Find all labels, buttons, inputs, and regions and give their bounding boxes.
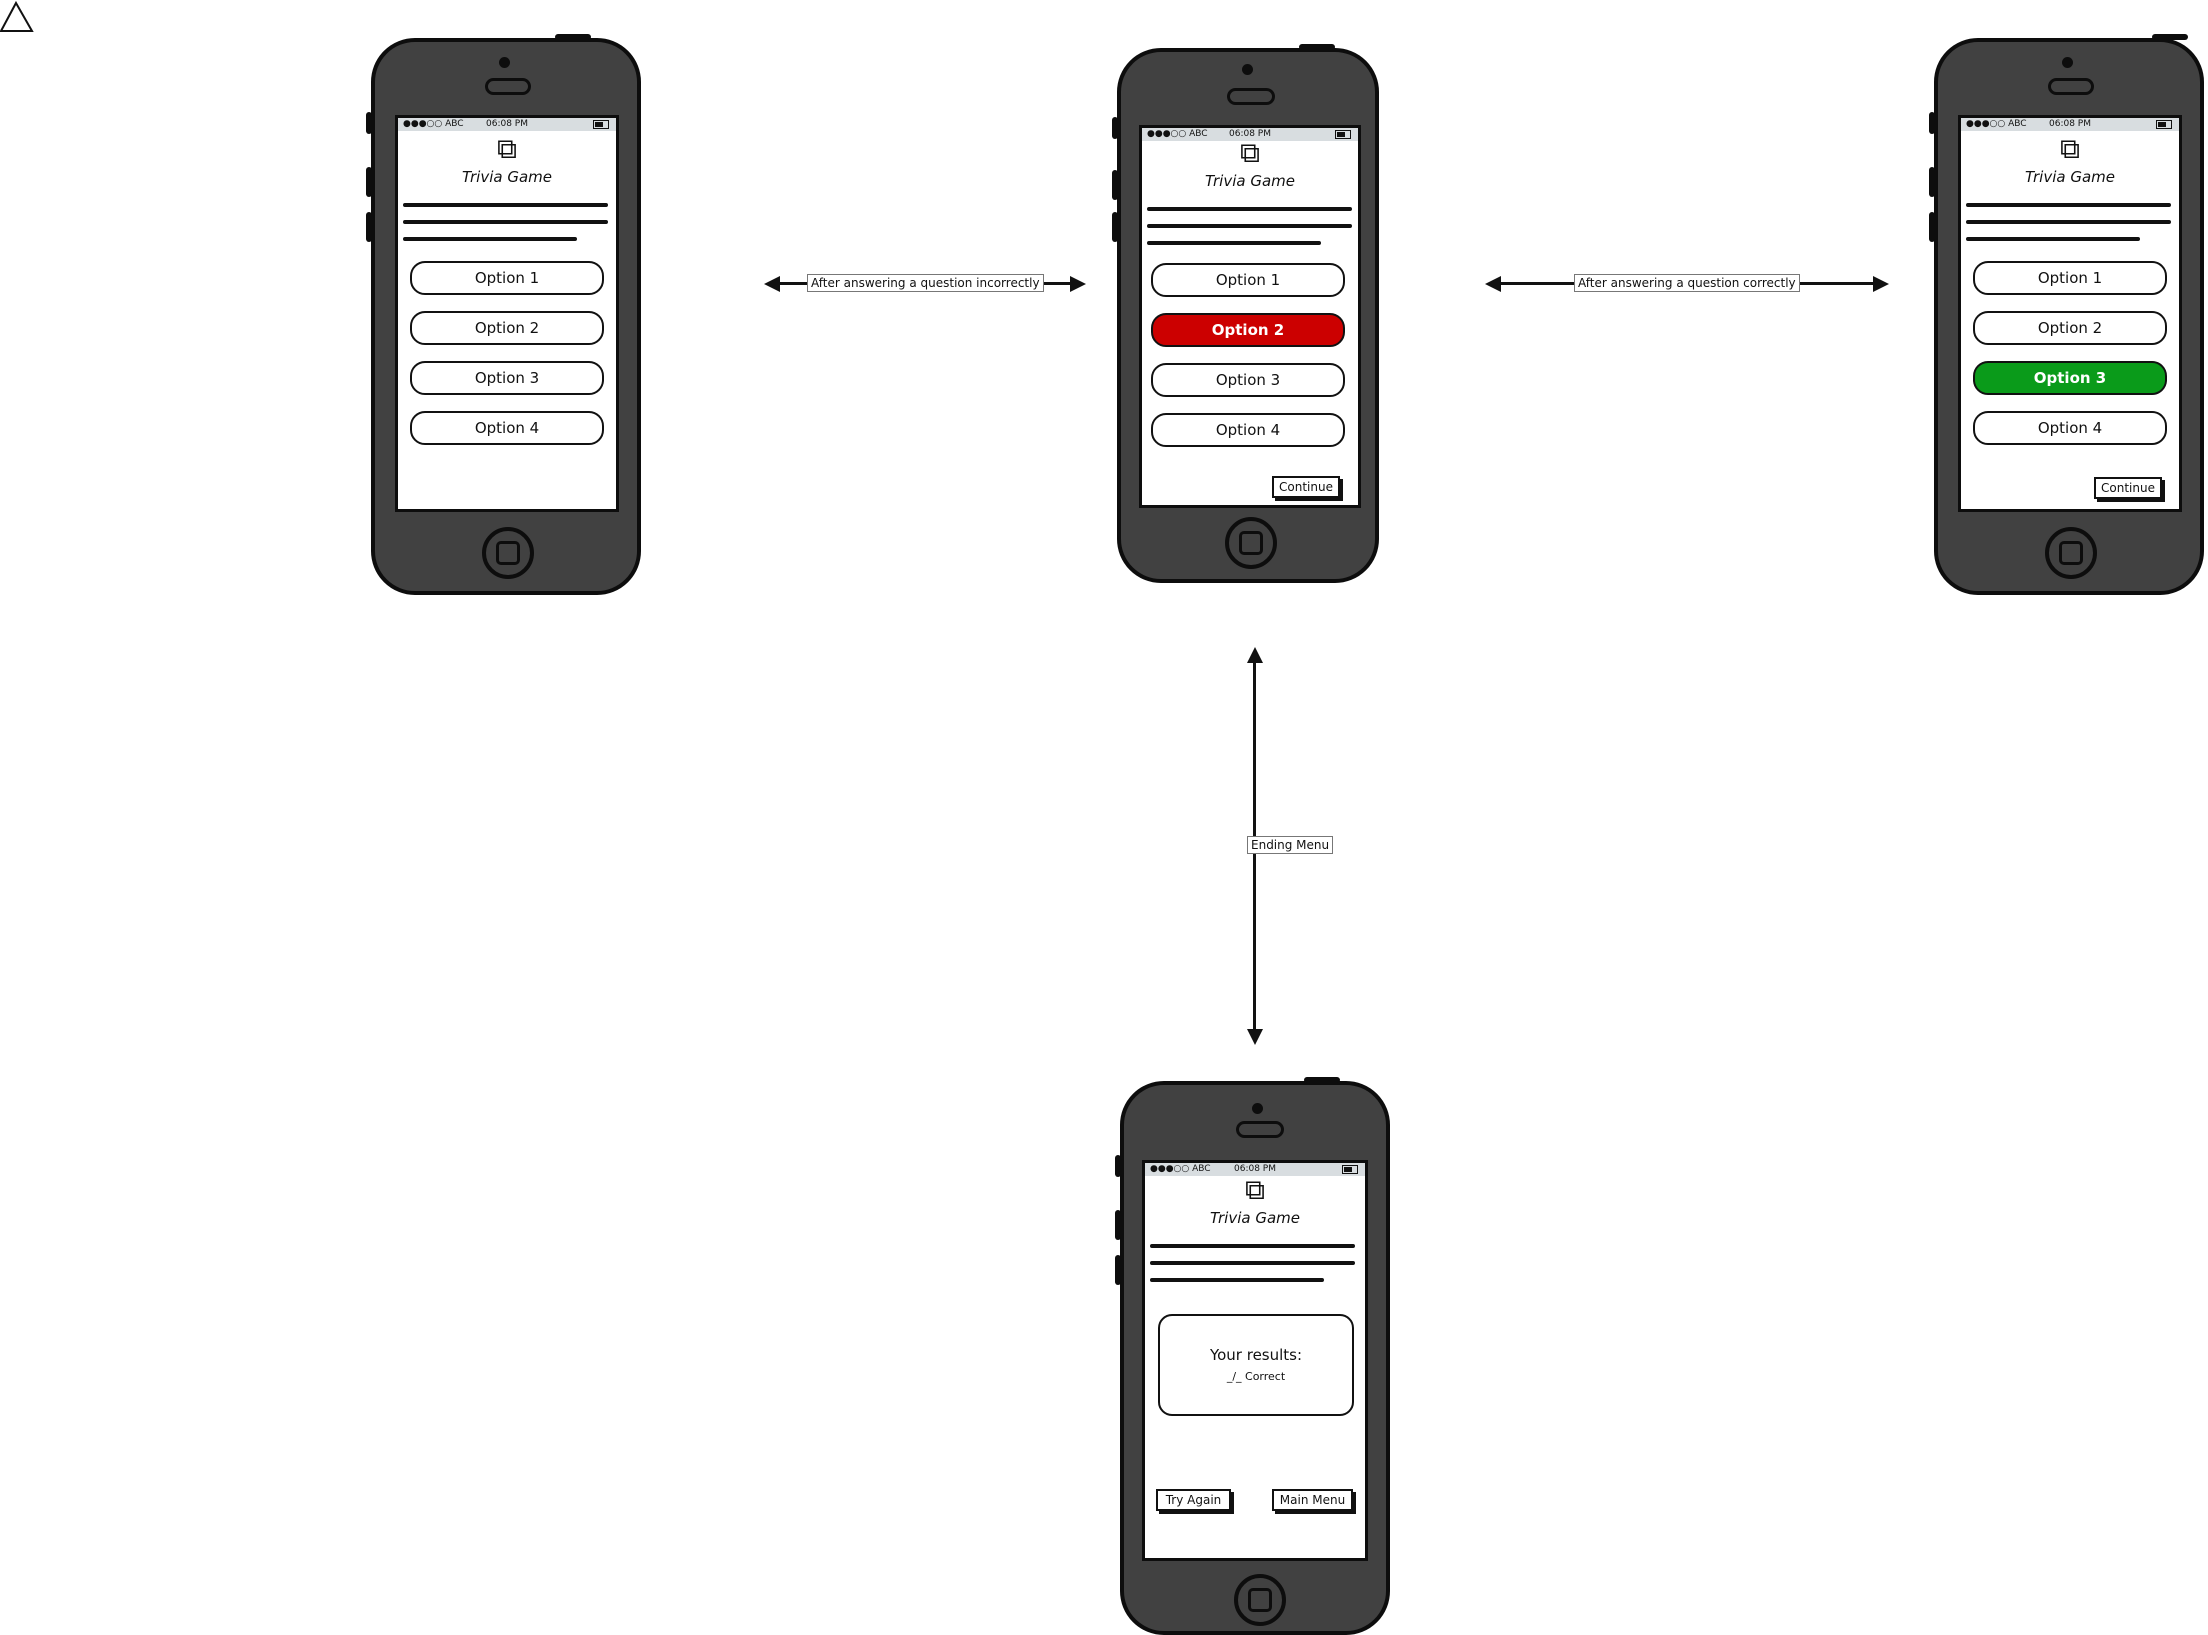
phone-question: ●●●○○ ABC 06:08 PM ⧉ Trivia Game Option … — [366, 34, 641, 595]
app-title: Trivia Game — [2025, 168, 2115, 186]
option-2-button[interactable]: Option 2 — [410, 311, 604, 345]
option-1-button[interactable]: Option 1 — [1973, 261, 2167, 295]
status-bar: ●●●○○ ABC 06:08 PM — [398, 118, 616, 131]
continue-button[interactable]: Continue — [1272, 476, 1340, 498]
screen-question: ●●●○○ ABC 06:08 PM ⧉ Trivia Game Option … — [395, 115, 619, 512]
arrow-down-icon — [1247, 1029, 1263, 1045]
arrow-right-icon — [1873, 276, 1889, 292]
screen-incorrect: ●●●○○ ABC 06:08 PM ⧉ Trivia Game Option … — [1139, 125, 1361, 508]
arrow-left-icon — [764, 276, 780, 292]
triangle-icon — [0, 0, 34, 32]
question-text-placeholder — [1147, 207, 1352, 258]
phone-incorrect: ●●●○○ ABC 06:08 PM ⧉ Trivia Game Option … — [1112, 44, 1379, 583]
app-title: Trivia Game — [1205, 172, 1295, 190]
question-text-placeholder — [1966, 203, 2171, 254]
cubes-icon: ⧉ — [1240, 136, 1260, 169]
connector-correct-label: After answering a question correctly — [1574, 274, 1800, 292]
app-title: Trivia Game — [462, 168, 552, 186]
results-panel: Your results: _/_ Correct — [1158, 1314, 1354, 1416]
option-1-button[interactable]: Option 1 — [410, 261, 604, 295]
option-4-button[interactable]: Option 4 — [410, 411, 604, 445]
battery-icon — [1335, 130, 1351, 139]
option-2-button[interactable]: Option 2 — [1151, 313, 1345, 347]
option-4-button[interactable]: Option 4 — [1973, 411, 2167, 445]
screen-correct: ●●●○○ ABC 06:08 PM ⧉ Trivia Game Option … — [1958, 115, 2182, 512]
connector-incorrect-label: After answering a question incorrectly — [807, 274, 1044, 292]
question-text-placeholder — [1150, 1244, 1355, 1295]
option-1-button[interactable]: Option 1 — [1151, 263, 1345, 297]
status-bar: ●●●○○ ABC 06:08 PM — [1961, 118, 2179, 131]
option-2-button[interactable]: Option 2 — [1973, 311, 2167, 345]
results-title: Your results: — [1209, 1346, 1303, 1364]
try-again-button[interactable]: Try Again — [1156, 1489, 1231, 1511]
arrow-left-icon — [1485, 276, 1501, 292]
cubes-icon: ⧉ — [497, 132, 517, 165]
option-3-button[interactable]: Option 3 — [1151, 363, 1345, 397]
home-button[interactable] — [1225, 517, 1277, 569]
cubes-icon: ⧉ — [1245, 1173, 1265, 1206]
status-bar: ●●●○○ ABC 06:08 PM — [1145, 1163, 1365, 1176]
battery-icon — [1342, 1165, 1358, 1174]
continue-button[interactable]: Continue — [2094, 477, 2162, 499]
arrow-right-icon — [1070, 276, 1086, 292]
option-4-button[interactable]: Option 4 — [1151, 413, 1345, 447]
home-button[interactable] — [482, 527, 534, 579]
battery-icon — [2156, 120, 2172, 129]
results-score: _/_ Correct — [1226, 1370, 1286, 1383]
cubes-icon: ⧉ — [2060, 132, 2080, 165]
status-bar: ●●●○○ ABC 06:08 PM — [1142, 128, 1358, 141]
main-menu-button[interactable]: Main Menu — [1272, 1489, 1353, 1511]
home-button[interactable] — [1234, 1574, 1286, 1626]
app-title: Trivia Game — [1210, 1209, 1300, 1227]
option-3-button[interactable]: Option 3 — [1973, 361, 2167, 395]
connector-ending-label: Ending Menu — [1247, 836, 1334, 854]
screen-results: ●●●○○ ABC 06:08 PM ⧉ Trivia Game Your re… — [1142, 1160, 1368, 1561]
arrow-up-icon — [1247, 647, 1263, 663]
option-3-button[interactable]: Option 3 — [410, 361, 604, 395]
question-text-placeholder — [403, 203, 608, 254]
battery-icon — [593, 120, 609, 129]
home-button[interactable] — [2045, 527, 2097, 579]
phone-results: ●●●○○ ABC 06:08 PM ⧉ Trivia Game Your re… — [1115, 1077, 1390, 1635]
phone-correct: ●●●○○ ABC 06:08 PM ⧉ Trivia Game Option … — [1929, 34, 2204, 595]
